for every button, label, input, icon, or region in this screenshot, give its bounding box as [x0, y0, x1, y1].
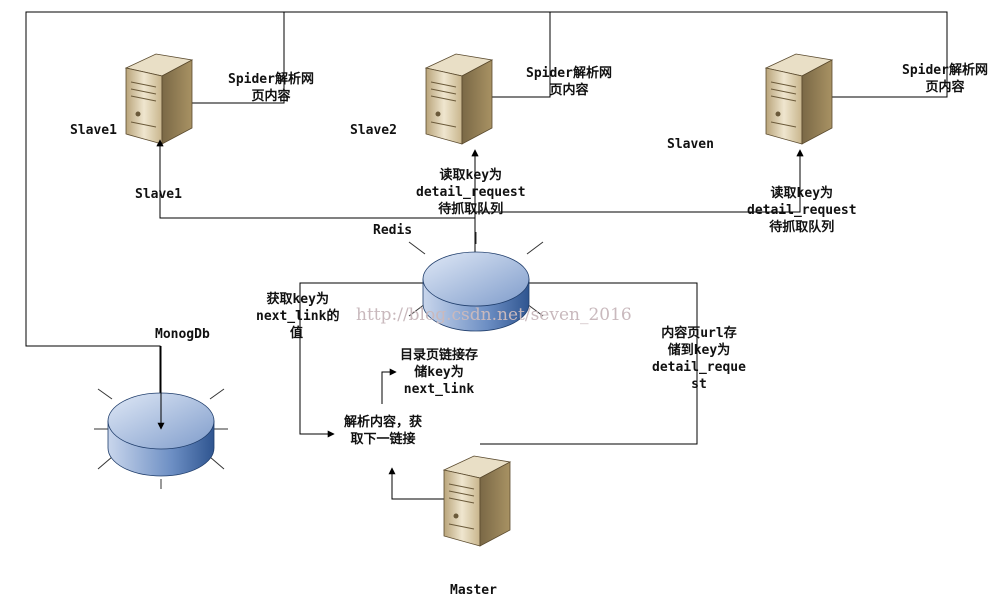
- redis-disk-icon: [408, 232, 544, 332]
- slaven-read-label: 读取key为 detail_request 待抓取队列: [747, 186, 857, 235]
- slave1-read-label: Slave1: [135, 187, 182, 202]
- slave1-server-icon: [125, 53, 193, 145]
- mongodb-label: MonogDb: [155, 327, 210, 342]
- slave1-label: Slave1: [70, 123, 117, 138]
- master-parse-edge: [388, 467, 444, 500]
- master-label: Master: [450, 583, 497, 598]
- dir-store-label: 目录页链接存 储key为 next_link: [400, 348, 479, 397]
- slaven-label: Slaven: [667, 137, 714, 152]
- slave2-label: Slave2: [350, 123, 397, 138]
- master-server-icon: [443, 455, 511, 547]
- content-store-edge: [480, 279, 698, 445]
- dir-store-edge: [381, 368, 397, 404]
- parse-content-label: 解析内容，获 取下一链接: [344, 415, 423, 447]
- outer-mongodb-link: [25, 11, 948, 419]
- content-store-label: 内容页url存 储到key为 detail_reque st: [652, 326, 746, 392]
- mongodb-disk-icon: [94, 346, 228, 489]
- slave2-spider-text: Spider解析网 页内容: [526, 66, 612, 98]
- redis-next-link-edge: [299, 282, 475, 438]
- slaven-spider-text: Spider解析网 页内容: [902, 63, 988, 95]
- redis-label: Redis: [373, 223, 413, 238]
- slaven-server-icon: [765, 53, 833, 145]
- watermark-text: http://blog.csdn.net/seven_2016: [356, 305, 632, 325]
- slave2-read-label: 读取key为 detail_request 待抓取队列: [416, 168, 526, 217]
- redis-to-slaves-edges: [156, 139, 804, 282]
- slave1-spider-text: Spider解析网 页内容: [228, 72, 314, 104]
- slave2-server-icon: [425, 53, 493, 145]
- get-next-link-label: 获取key为 next_link的 值: [256, 292, 340, 341]
